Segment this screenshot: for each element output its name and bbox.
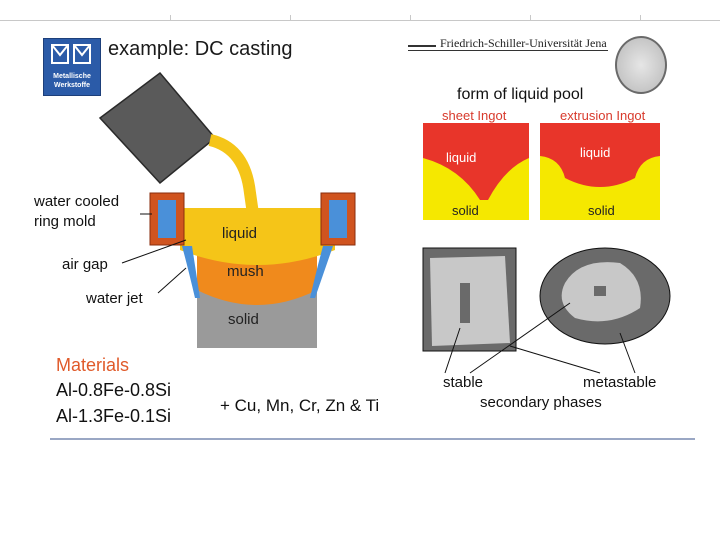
label-water-cooled: water cooled — [34, 193, 120, 210]
label-water-jet: water jet — [86, 290, 143, 307]
metastable-phase-micrograph — [539, 247, 671, 345]
stable-label: stable — [443, 374, 484, 391]
extrusion-ingot-pool — [540, 123, 660, 220]
liquid-zone — [180, 208, 335, 265]
ladle-icon — [98, 71, 217, 185]
sheet-liquid-label: liquid — [446, 150, 477, 165]
zone-solid-label: solid — [228, 311, 259, 328]
ruler-tick — [640, 15, 641, 20]
sheet-solid-label: solid — [452, 203, 479, 218]
slide: Metallische Werkstoffe example: DC casti… — [34, 28, 695, 443]
callout-arrows-left — [121, 213, 187, 294]
ring-mold-right — [320, 192, 356, 246]
viewer-top-bar — [0, 0, 720, 21]
institute-logo: Metallische Werkstoffe — [43, 38, 101, 96]
slide-title: example: DC casting — [108, 38, 293, 60]
materials-heading: Materials — [56, 355, 130, 375]
logo-text: Werkstoffe — [53, 82, 91, 89]
logo-text: Metallische — [53, 73, 91, 80]
label-ring-mold: ring mold — [34, 213, 96, 230]
ruler-tick — [530, 15, 531, 20]
pouring-stream — [208, 134, 261, 229]
secondary-phases-label: secondary phases — [480, 394, 602, 411]
label-air-gap: air gap — [62, 256, 108, 273]
sheet-ingot-label: sheet Ingot — [442, 108, 507, 123]
alloy-1: Al-0.8Fe-0.8Si — [56, 380, 172, 400]
footer-rule — [50, 438, 695, 440]
pool-title: form of liquid pool — [457, 86, 584, 103]
diagram-graphics — [98, 71, 671, 374]
extrusion-solid-label: solid — [588, 203, 615, 218]
zone-mush-label: mush — [227, 263, 264, 280]
alloy-2: Al-1.3Fe-0.1Si — [56, 406, 172, 426]
extrusion-ingot-label: extrusion Ingot — [560, 108, 646, 123]
university-name: Friedrich-Schiller-Universität Jena — [440, 36, 607, 50]
ingot — [180, 208, 335, 348]
metastable-label: metastable — [583, 374, 657, 391]
water-jets — [182, 246, 333, 298]
ring-mold-left — [149, 192, 185, 246]
ruler-tick — [410, 15, 411, 20]
logo-mark-icon — [51, 44, 91, 64]
divider — [408, 45, 436, 47]
ruler-tick — [170, 15, 171, 20]
extrusion-liquid-label: liquid — [580, 145, 611, 160]
sheet-ingot-pool — [423, 123, 529, 220]
zone-liquid-label: liquid — [222, 225, 258, 242]
ruler-tick — [290, 15, 291, 20]
university-seal-icon — [615, 36, 667, 94]
callout-arrows-right — [444, 302, 636, 374]
stable-phase-micrograph — [422, 247, 517, 352]
alloy-additions: + Cu, Mn, Cr, Zn & Ti — [220, 396, 380, 415]
divider — [408, 50, 608, 51]
